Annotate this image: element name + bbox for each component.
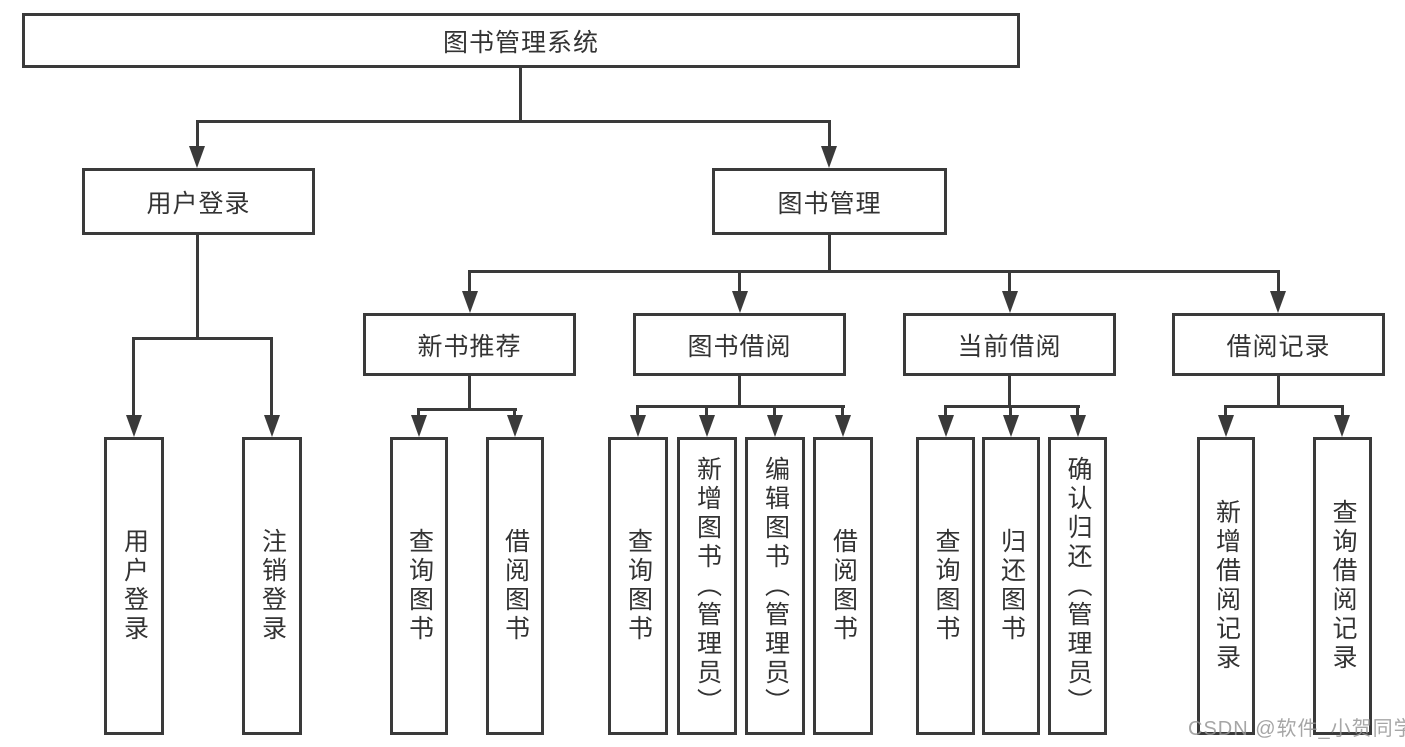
node-user-login-action: 用户登录	[104, 437, 164, 735]
connector-line	[1224, 405, 1344, 408]
node-return-book: 归还图书	[982, 437, 1040, 735]
arrowhead-icon	[126, 415, 142, 437]
node-query-books-current: 查询图书	[916, 437, 975, 735]
node-label: 借阅图书	[501, 528, 530, 644]
node-borrow-book: 借阅图书	[813, 437, 873, 735]
node-label: 查询借阅记录	[1329, 499, 1357, 673]
node-label: 图书管理	[777, 189, 882, 218]
node-label: 用户登录	[120, 528, 149, 644]
node-query-borrow-record: 查询借阅记录	[1313, 437, 1372, 735]
connector-line	[1277, 376, 1280, 405]
node-user-login: 用户登录	[82, 168, 315, 235]
node-borrow-records: 借阅记录	[1172, 313, 1385, 376]
connector-line	[196, 120, 831, 123]
node-label: 图书借阅	[687, 332, 792, 361]
node-label: 借阅记录	[1226, 332, 1331, 361]
node-label: 图书管理系统	[442, 28, 599, 57]
node-label: 编辑图书（管理员）	[761, 455, 790, 717]
node-edit-book-admin: 编辑图书（管理员）	[745, 437, 805, 735]
arrowhead-icon	[264, 415, 280, 437]
arrowhead-icon	[938, 415, 954, 437]
node-label: 注销登录	[258, 528, 287, 644]
arrowhead-icon	[1218, 415, 1234, 437]
node-book-management: 图书管理	[712, 168, 947, 235]
connector-line	[1008, 270, 1011, 291]
arrowhead-icon	[1070, 415, 1086, 437]
node-label: 用户登录	[146, 189, 251, 218]
connector-line	[636, 405, 845, 408]
connector-line	[513, 408, 516, 415]
connector-line	[132, 337, 135, 415]
node-label: 查询图书	[405, 528, 434, 644]
node-label: 确认归还（管理员）	[1064, 455, 1092, 717]
connector-line	[132, 337, 273, 340]
connector-line	[417, 408, 517, 411]
node-label: 新书推荐	[417, 332, 522, 361]
connector-line	[841, 405, 844, 415]
connector-line	[270, 337, 273, 415]
connector-line	[705, 405, 708, 415]
connector-line	[468, 270, 1280, 273]
node-query-books-recommend: 查询图书	[390, 437, 448, 735]
connector-line	[944, 405, 947, 415]
connector-line	[636, 405, 639, 415]
arrowhead-icon	[189, 146, 205, 168]
node-add-borrow-record: 新增借阅记录	[1197, 437, 1255, 735]
connector-line	[1009, 405, 1012, 415]
arrowhead-icon	[507, 415, 523, 437]
csdn-watermark: CSDN @软件_小贺同学	[1188, 718, 1405, 740]
connector-line	[1277, 270, 1280, 291]
arrowhead-icon	[732, 291, 748, 313]
node-query-books-borrow: 查询图书	[608, 437, 668, 735]
arrowhead-icon	[411, 415, 427, 437]
arrowhead-icon	[1002, 291, 1018, 313]
node-logout: 注销登录	[242, 437, 302, 735]
connector-line	[417, 408, 420, 415]
arrowhead-icon	[835, 415, 851, 437]
node-label: 新增图书（管理员）	[693, 455, 722, 717]
connector-line	[944, 405, 1080, 408]
node-add-book-admin: 新增图书（管理员）	[677, 437, 737, 735]
connector-line	[738, 376, 741, 405]
connector-line	[828, 120, 831, 146]
connector-line	[828, 235, 831, 270]
connector-line	[196, 120, 199, 146]
connector-line	[1341, 405, 1344, 415]
connector-line	[468, 270, 471, 291]
arrowhead-icon	[462, 291, 478, 313]
connector-line	[468, 376, 471, 408]
connector-line	[1008, 376, 1011, 405]
node-label: 归还图书	[997, 528, 1026, 644]
arrowhead-icon	[1003, 415, 1019, 437]
arrowhead-icon	[1270, 291, 1286, 313]
node-label: 新增借阅记录	[1212, 499, 1241, 673]
connector-line	[1076, 405, 1079, 415]
arrowhead-icon	[821, 146, 837, 168]
node-label: 查询图书	[932, 528, 960, 644]
node-book-borrowing: 图书借阅	[633, 313, 846, 376]
connector-line	[519, 68, 522, 120]
node-new-book-recommend: 新书推荐	[363, 313, 576, 376]
connector-line	[738, 270, 741, 291]
arrowhead-icon	[767, 415, 783, 437]
arrowhead-icon	[1334, 415, 1350, 437]
node-confirm-return-admin: 确认归还（管理员）	[1048, 437, 1107, 735]
arrowhead-icon	[699, 415, 715, 437]
connector-line	[773, 405, 776, 415]
node-label: 查询图书	[624, 528, 653, 644]
node-root-library-system: 图书管理系统	[22, 13, 1020, 68]
node-current-borrowing: 当前借阅	[903, 313, 1116, 376]
node-label: 当前借阅	[957, 332, 1062, 361]
node-borrow-book-recommend: 借阅图书	[486, 437, 544, 735]
connector-line	[1224, 405, 1227, 415]
node-label: 借阅图书	[829, 528, 858, 644]
arrowhead-icon	[630, 415, 646, 437]
connector-line	[196, 235, 199, 337]
